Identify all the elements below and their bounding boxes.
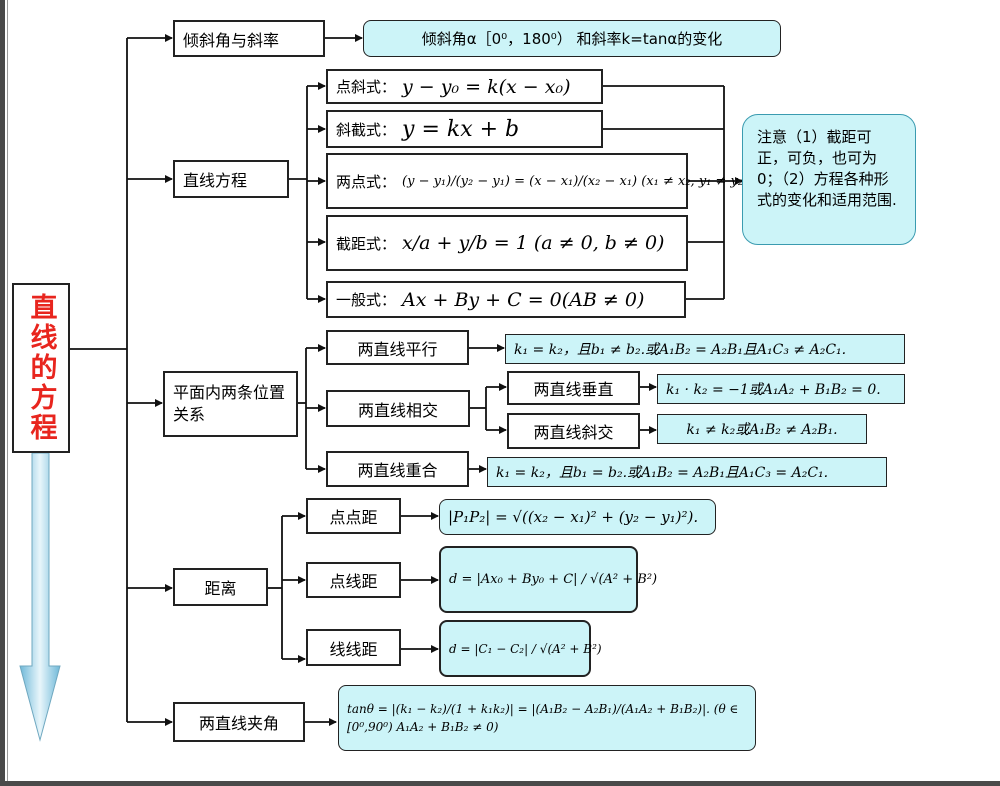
relation-parallel-formula-box: k₁ = k₂，且b₁ ≠ b₂.或A₁B₂ = A₂B₁且A₁C₃ ≠ A₂C… (505, 334, 905, 364)
topic-incline: 倾斜角与斜率 (173, 20, 325, 57)
form-slope-intercept-formula: y = kx + b (402, 116, 520, 142)
angle-formula: tanθ = |(k₁ − k₂)/(1 + k₁k₂)| = |(A₁B₂ −… (347, 702, 739, 734)
relation-oblique-formula: k₁ ≠ k₂或A₁B₂ ≠ A₂B₁. (686, 422, 838, 438)
topic-position: 平面内两条位置关系 (163, 371, 298, 437)
topic-angle: 两直线夹角 (173, 702, 305, 742)
distance-line-line-label: 线线距 (329, 639, 378, 659)
topic-distance: 距离 (173, 568, 268, 606)
root-topic: 直线的方程 (12, 283, 70, 453)
relation-intersect-label: 两直线相交 (357, 400, 438, 420)
form-point-slope-label: 点斜式： (336, 78, 397, 96)
form-general: 一般式： Ax + By + C = 0(AB ≠ 0) (326, 281, 686, 318)
relation-perpendicular-label: 两直线垂直 (533, 380, 614, 399)
relation-coincide-formula: k₁ = k₂，且b₁ = b₂.或A₁B₂ = A₂B₁且A₁C₃ = A₂C… (496, 465, 829, 481)
relation-parallel: 两直线平行 (326, 330, 469, 365)
distance-point-line-formula-box: d = |Ax₀ + By₀ + C| / √(A² + B²) (439, 546, 657, 613)
note-text: 注意（1）截距可正，可负，也可为0；（2）方程各种形式的变化和适用范围. (757, 128, 897, 209)
form-two-point: 两点式： (y − y₁)/(y₂ − y₁) = (x − x₁)/(x₂ −… (326, 153, 748, 209)
distance-point-point-label: 点点距 (329, 508, 378, 527)
relation-coincide-formula-box: k₁ = k₂，且b₁ = b₂.或A₁B₂ = A₂B₁且A₁C₃ = A₂C… (487, 457, 887, 487)
incline-detail: 倾斜角α［0⁰，180⁰） 和斜率k=tanα的变化 (363, 20, 781, 57)
relation-parallel-label: 两直线平行 (357, 339, 438, 359)
down-arrow-icon (19, 452, 61, 742)
relation-perpendicular-formula-box: k₁ · k₂ = −1或A₁A₂ + B₁B₂ = 0. (657, 374, 905, 404)
form-two-point-formula: (y − y₁)/(y₂ − y₁) = (x − x₁)/(x₂ − x₁) … (402, 173, 749, 189)
distance-line-line-formula-box: d = |C₁ − C₂| / √(A² + B²) (439, 620, 602, 677)
relation-oblique-label: 两直线斜交 (533, 423, 614, 442)
relation-oblique: 两直线斜交 (507, 413, 640, 449)
form-point-slope: 点斜式： y − y₀ = k(x − x₀) (326, 69, 603, 104)
distance-point-line-label: 点线距 (329, 572, 378, 591)
relation-oblique-formula-box: k₁ ≠ k₂或A₁B₂ ≠ A₂B₁. (657, 414, 867, 444)
relation-coincide-label: 两直线重合 (357, 461, 438, 480)
form-point-slope-formula: y − y₀ = k(x − x₀) (402, 75, 571, 98)
distance-line-line: 线线距 (306, 629, 401, 666)
form-intercept-formula: x/a + y/b = 1 (a ≠ 0, b ≠ 0) (402, 232, 665, 254)
distance-point-line-formula: d = |Ax₀ + By₀ + C| / √(A² + B²) (449, 572, 658, 587)
form-slope-intercept-label: 斜截式： (336, 120, 397, 139)
note-box: 注意（1）截距可正，可负，也可为0；（2）方程各种形式的变化和适用范围. (742, 114, 916, 245)
window-border-inner (7, 0, 8, 786)
angle-formula-box: tanθ = |(k₁ − k₂)/(1 + k₁k₂)| = |(A₁B₂ −… (338, 685, 756, 751)
incline-detail-text: 倾斜角α［0⁰，180⁰） 和斜率k=tanα的变化 (421, 30, 723, 48)
relation-coincide: 两直线重合 (326, 451, 469, 487)
window-border-bottom (0, 781, 1000, 786)
root-title: 直线的方程 (25, 293, 57, 443)
form-slope-intercept: 斜截式： y = kx + b (326, 110, 603, 148)
relation-parallel-formula: k₁ = k₂，且b₁ ≠ b₂.或A₁B₂ = A₂B₁且A₁C₃ ≠ A₂C… (514, 342, 847, 358)
topic-angle-label: 两直线夹角 (198, 714, 279, 733)
distance-line-line-formula: d = |C₁ − C₂| / √(A² + B²) (449, 641, 602, 656)
topic-incline-label: 倾斜角与斜率 (183, 30, 280, 50)
window-border-left (0, 0, 5, 786)
topic-position-label: 平面内两条位置关系 (173, 383, 286, 424)
form-two-point-label: 两点式： (336, 172, 397, 191)
relation-intersect: 两直线相交 (326, 390, 470, 427)
topic-line-equation-label: 直线方程 (183, 171, 248, 190)
relation-perpendicular: 两直线垂直 (507, 371, 640, 405)
topic-line-equation: 直线方程 (173, 160, 289, 198)
form-intercept-label: 截距式： (336, 234, 397, 253)
distance-point-line: 点线距 (306, 562, 401, 598)
form-intercept: 截距式： x/a + y/b = 1 (a ≠ 0, b ≠ 0) (326, 215, 688, 271)
form-general-formula: Ax + By + C = 0(AB ≠ 0) (402, 288, 645, 311)
distance-point-point-formula: |P₁P₂| = √((x₂ − x₁)² + (y₂ − y₁)²). (448, 508, 699, 526)
distance-point-point-formula-box: |P₁P₂| = √((x₂ − x₁)² + (y₂ − y₁)²). (439, 499, 716, 535)
topic-distance-label: 距离 (204, 579, 237, 598)
relation-perpendicular-formula: k₁ · k₂ = −1或A₁A₂ + B₁B₂ = 0. (666, 382, 881, 398)
form-general-label: 一般式： (336, 291, 397, 309)
distance-point-point: 点点距 (306, 498, 401, 534)
